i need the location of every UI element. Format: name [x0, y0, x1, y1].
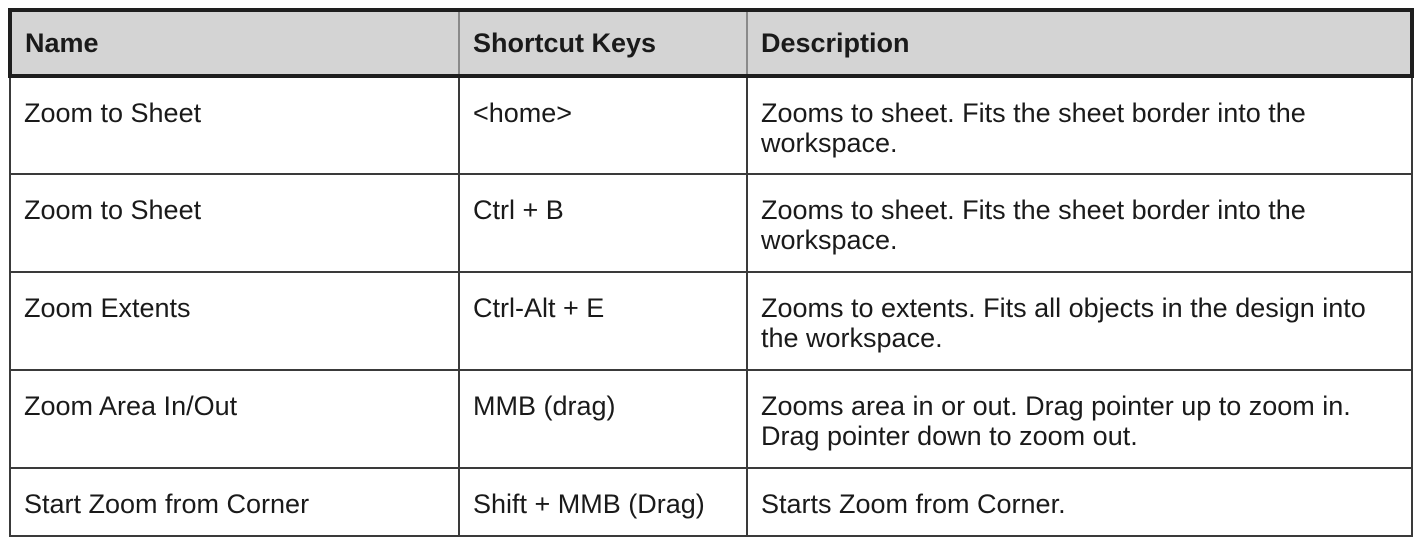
- table-row: Zoom to Sheet <home> Zooms to sheet. Fit…: [9, 75, 1413, 175]
- cell-description: Zooms to sheet. Fits the sheet border in…: [746, 75, 1413, 175]
- cell-name: Zoom Extents: [9, 271, 460, 371]
- cell-shortcut-keys: MMB (drag): [458, 369, 748, 469]
- cell-description: Zooms to extents. Fits all objects in th…: [746, 271, 1413, 371]
- shortcut-table: Name Shortcut Keys Description Zoom to S…: [8, 8, 1414, 537]
- cell-shortcut-keys: Ctrl + B: [458, 173, 748, 273]
- cell-name: Zoom to Sheet: [9, 173, 460, 273]
- table-header: Name Shortcut Keys Description: [8, 8, 1414, 78]
- header-row: Name Shortcut Keys Description: [8, 8, 1414, 78]
- shortcut-table-container: Name Shortcut Keys Description Zoom to S…: [8, 8, 1414, 537]
- cell-name: Zoom Area In/Out: [9, 369, 460, 469]
- cell-description: Starts Zoom from Corner.: [746, 467, 1413, 537]
- cell-name: Zoom to Sheet: [9, 75, 460, 175]
- cell-description: Zooms to sheet. Fits the sheet border in…: [746, 173, 1413, 273]
- table-row: Zoom Area In/Out MMB (drag) Zooms area i…: [9, 369, 1413, 469]
- column-header-shortcut-keys: Shortcut Keys: [458, 8, 748, 78]
- cell-name: Start Zoom from Corner: [9, 467, 460, 537]
- table-row: Zoom Extents Ctrl-Alt + E Zooms to exten…: [9, 271, 1413, 371]
- column-header-description: Description: [746, 8, 1414, 78]
- cell-shortcut-keys: <home>: [458, 75, 748, 175]
- cell-shortcut-keys: Ctrl-Alt + E: [458, 271, 748, 371]
- table-row: Start Zoom from Corner Shift + MMB (Drag…: [9, 467, 1413, 537]
- table-row: Zoom to Sheet Ctrl + B Zooms to sheet. F…: [9, 173, 1413, 273]
- table-body: Zoom to Sheet <home> Zooms to sheet. Fit…: [9, 75, 1413, 537]
- column-header-name: Name: [8, 8, 460, 78]
- cell-shortcut-keys: Shift + MMB (Drag): [458, 467, 748, 537]
- cell-description: Zooms area in or out. Drag pointer up to…: [746, 369, 1413, 469]
